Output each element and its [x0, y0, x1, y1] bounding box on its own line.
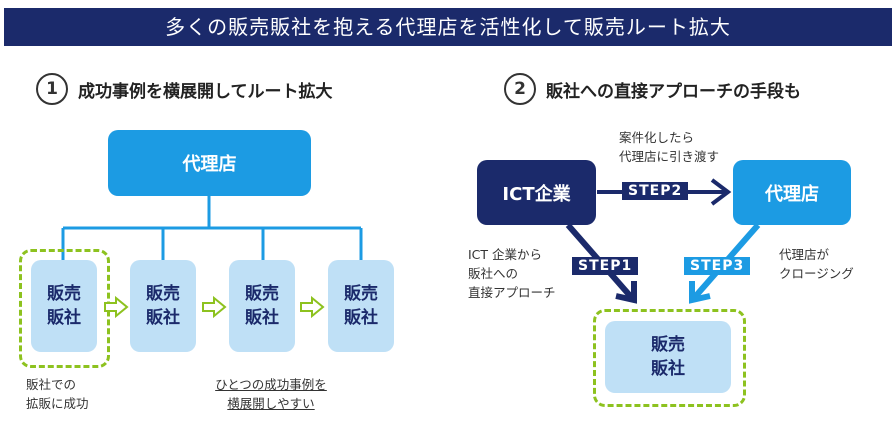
- section-1-heading: 1 成功事例を横展開してルート拡大: [36, 72, 333, 106]
- agency-box-right: 代理店: [733, 160, 851, 225]
- reseller-box-right: 販売 販社: [605, 321, 731, 393]
- closing-note: 代理店が クロージング: [779, 245, 854, 283]
- direct-approach-note: ICT 企業から 販社への 直接アプローチ: [468, 245, 556, 302]
- section-1-title: 成功事例を横展開してルート拡大: [78, 81, 333, 102]
- handover-note-line2: 代理店に引き渡す: [619, 149, 720, 164]
- reseller-box-1: 販売 販社: [31, 260, 97, 352]
- direct-note-line3: 直接アプローチ: [468, 285, 556, 300]
- ict-company-box: ICT企業: [477, 160, 596, 225]
- section-2-title: 販社への直接アプローチの手段も: [546, 81, 801, 102]
- closing-note-line2: クロージング: [779, 266, 854, 281]
- reseller-right-line1: 販売: [651, 335, 685, 355]
- expand-note-line2: 横展開しやすい: [227, 396, 315, 411]
- section-2-heading: 2 販社への直接アプローチの手段も: [504, 72, 801, 106]
- page-title-banner: 多くの販売販社を抱える代理店を活性化して販売ルート拡大: [4, 8, 892, 46]
- reseller-2-line2: 販社: [146, 308, 180, 328]
- reseller-box-3: 販売 販社: [229, 260, 295, 352]
- reseller-1-line2: 販社: [47, 308, 81, 328]
- direct-note-line2: 販社への: [468, 266, 519, 281]
- direct-note-line1: ICT 企業から: [468, 247, 543, 262]
- success-note: 販社での 拡販に成功: [26, 375, 89, 413]
- handover-note-line1: 案件化したら: [619, 130, 695, 145]
- section-1-number: 1: [36, 73, 68, 105]
- section-2-number: 2: [504, 73, 536, 105]
- success-note-line1: 販社での: [26, 377, 77, 392]
- reseller-4-line2: 販社: [344, 308, 378, 328]
- green-arrow-icon: [104, 296, 129, 318]
- closing-note-line1: 代理店が: [779, 247, 830, 262]
- green-arrow-icon: [300, 296, 325, 318]
- reseller-box-4: 販売 販社: [328, 260, 394, 352]
- reseller-1-line1: 販売: [47, 284, 81, 304]
- reseller-box-2: 販売 販社: [130, 260, 196, 352]
- reseller-3-line1: 販売: [245, 284, 279, 304]
- agency-box: 代理店: [108, 130, 311, 196]
- green-arrow-icon: [202, 296, 227, 318]
- agency-tree-lines: [61, 195, 363, 262]
- step2-label: STEP2: [622, 182, 689, 200]
- expand-note-line1: ひとつの成功事例を: [215, 377, 327, 392]
- step3-label: STEP3: [684, 257, 751, 275]
- reseller-highlight-frame: [593, 309, 746, 407]
- reseller-2-line1: 販売: [146, 284, 180, 304]
- success-note-line2: 拡販に成功: [26, 396, 89, 411]
- reseller-right-line2: 販社: [651, 359, 685, 379]
- step1-label: STEP1: [572, 257, 639, 275]
- expand-note: ひとつの成功事例を 横展開しやすい: [196, 375, 346, 413]
- handover-note: 案件化したら 代理店に引き渡す: [619, 128, 719, 166]
- reseller-4-line1: 販売: [344, 284, 378, 304]
- reseller-3-line2: 販社: [245, 308, 279, 328]
